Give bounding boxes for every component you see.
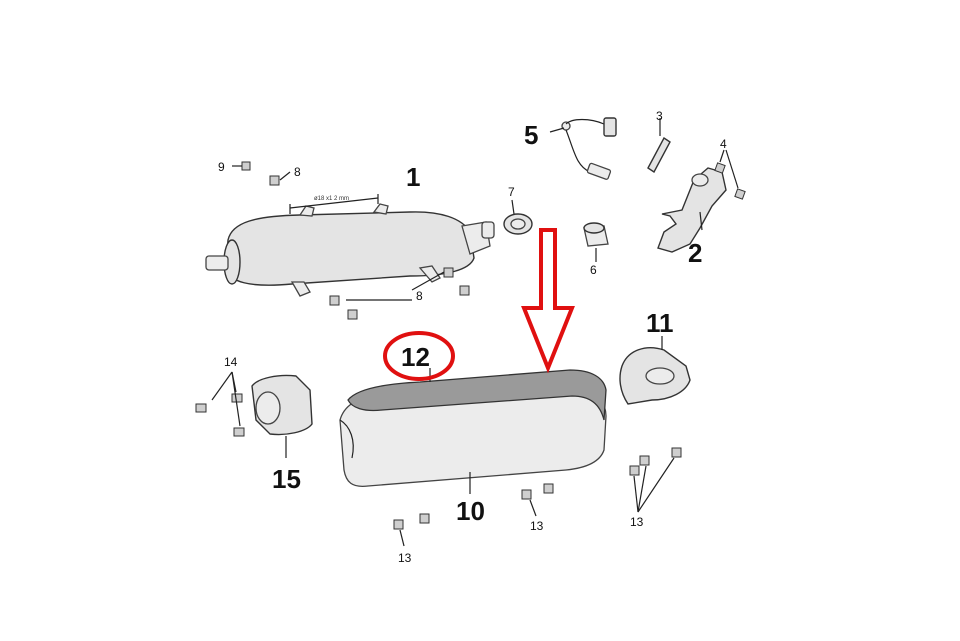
callout-5: 5 bbox=[524, 120, 538, 150]
oxygen-sensor bbox=[549, 117, 617, 180]
callout-10: 10 bbox=[456, 496, 485, 526]
highlight-circle bbox=[383, 331, 455, 381]
screws-part-13-left bbox=[393, 513, 430, 547]
callout-13-left: 13 bbox=[398, 551, 412, 565]
bracket bbox=[657, 167, 727, 253]
callout-3: 3 bbox=[656, 109, 663, 123]
callout-4: 4 bbox=[720, 137, 727, 151]
bolts-part-8 bbox=[269, 171, 470, 320]
callout-12: 12 bbox=[401, 342, 430, 372]
muffler-body: ø18 x1 2 mm bbox=[205, 194, 495, 297]
callout-7: 7 bbox=[508, 185, 515, 199]
clamp bbox=[503, 199, 533, 235]
callout-13-right: 13 bbox=[630, 515, 644, 529]
callout-1: 1 bbox=[406, 162, 420, 192]
sleeve bbox=[583, 222, 609, 262]
callout-8-top: 8 bbox=[294, 165, 301, 179]
mesh-strip bbox=[347, 368, 607, 421]
screws-part-13-center bbox=[521, 483, 554, 517]
callout-2: 2 bbox=[688, 238, 702, 268]
screws-part-13-right bbox=[629, 447, 682, 513]
highlight-arrow bbox=[521, 228, 575, 374]
callout-9: 9 bbox=[218, 160, 225, 174]
callout-6: 6 bbox=[590, 263, 597, 277]
dimension-label: ø18 x1 2 mm bbox=[314, 196, 349, 202]
callout-14: 14 bbox=[224, 355, 238, 369]
end-cap bbox=[619, 336, 691, 405]
callout-8-bottom: 8 bbox=[416, 289, 423, 303]
gasket-strip bbox=[647, 136, 671, 174]
callout-15: 15 bbox=[272, 464, 301, 494]
callout-11: 11 bbox=[646, 308, 674, 338]
screw-part-9 bbox=[232, 161, 251, 171]
screws-part-14 bbox=[195, 371, 245, 437]
bolts-part-4 bbox=[714, 149, 746, 200]
exhaust-tip bbox=[251, 374, 313, 458]
callout-13-center: 13 bbox=[530, 519, 544, 533]
